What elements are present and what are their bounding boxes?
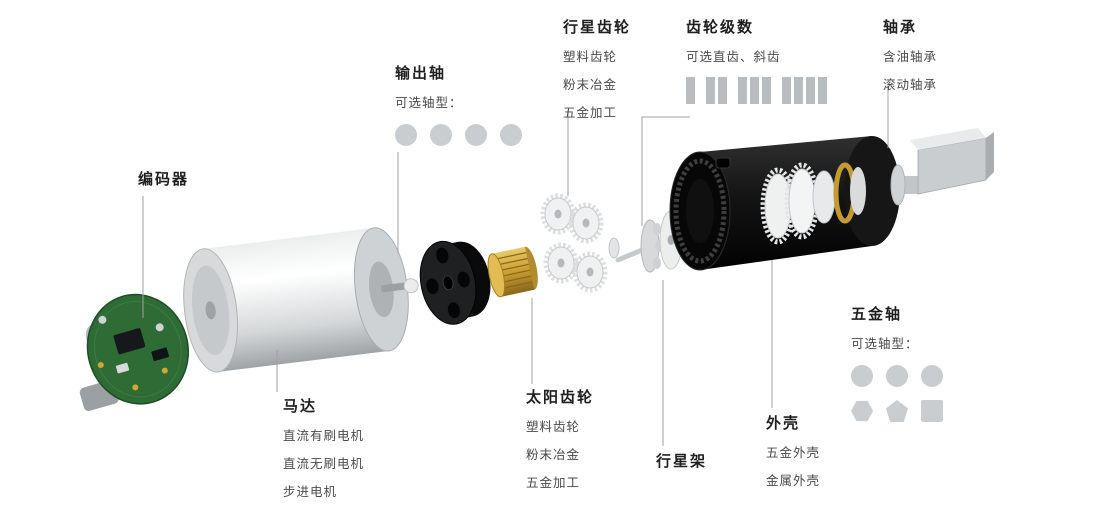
shaft-type-hexagon-icon bbox=[851, 400, 873, 422]
planet-gear bbox=[572, 251, 608, 293]
stage-bar bbox=[782, 77, 791, 104]
sun-gear-item: 五金加工 bbox=[526, 476, 581, 490]
planet-carrier-title: 行星架 bbox=[656, 453, 708, 470]
motor-item: 直流无刷电机 bbox=[283, 457, 365, 471]
output-shaft-title: 输出轴 bbox=[395, 65, 447, 82]
shaft-type-circle-icon bbox=[430, 124, 452, 146]
output-shaft-assembly bbox=[890, 128, 994, 206]
end-cap bbox=[419, 240, 491, 325]
stage-bar bbox=[762, 77, 771, 104]
stage-bar bbox=[806, 77, 815, 104]
metal-shaft-type-icons-row1 bbox=[851, 365, 943, 387]
stage-icon-1 bbox=[686, 77, 695, 104]
shaft-type-circle-icon bbox=[886, 365, 908, 387]
housing-item: 金属外壳 bbox=[766, 474, 821, 488]
sun-gear-item: 粉末冶金 bbox=[526, 448, 581, 462]
housing-title: 外壳 bbox=[766, 415, 801, 432]
stage-bar bbox=[750, 77, 759, 104]
leader-line-gear-stages bbox=[641, 116, 690, 226]
gear-stages-title: 齿轮级数 bbox=[686, 19, 755, 36]
leader-lines bbox=[142, 86, 889, 446]
housing-notch bbox=[715, 157, 731, 169]
shaft-type-circle-icon bbox=[921, 365, 943, 387]
shaft-type-circle-icon bbox=[465, 124, 487, 146]
encoder-title: 编码器 bbox=[138, 171, 190, 188]
planetary-gear-item: 五金加工 bbox=[563, 106, 618, 120]
stage-icon-2 bbox=[706, 77, 727, 104]
shaft-type-circle-icon bbox=[395, 124, 417, 146]
label-housing: 外壳 五金外壳 金属外壳 bbox=[766, 412, 820, 489]
shaft-type-pentagon-icon bbox=[886, 400, 908, 422]
label-planetary-gear: 行星齿轮 塑料齿轮 粉末冶金 五金加工 bbox=[563, 16, 631, 121]
bearing-title: 轴承 bbox=[883, 19, 918, 36]
label-planet-carrier: 行星架 bbox=[656, 450, 707, 471]
planet-gear bbox=[543, 242, 579, 284]
output-shaft-subtitle: 可选轴型： bbox=[395, 96, 463, 110]
label-motor: 马达 直流有刷电机 直流无刷电机 步进电机 bbox=[283, 395, 364, 500]
stage-bar bbox=[818, 77, 827, 104]
motor-body bbox=[183, 227, 419, 373]
stage-bar bbox=[686, 77, 695, 104]
shaft-type-circle-icon bbox=[851, 365, 873, 387]
shaft-type-square-icon bbox=[921, 400, 943, 422]
bearing-item: 滚动轴承 bbox=[883, 78, 938, 92]
planet-gear bbox=[540, 193, 576, 235]
metal-shaft-subtitle: 可选轴型： bbox=[851, 337, 919, 351]
motor-shaft bbox=[381, 282, 408, 293]
stage-bar bbox=[738, 77, 747, 104]
gear-stage-icons bbox=[686, 77, 827, 104]
planetary-gears bbox=[540, 193, 620, 293]
sun-gear-title: 太阳齿轮 bbox=[526, 389, 595, 406]
planetary-gear-item: 粉末冶金 bbox=[563, 78, 618, 92]
bearing-item: 含油轴承 bbox=[883, 50, 938, 64]
stage-icon-3 bbox=[738, 77, 771, 104]
sun-gear-item: 塑料齿轮 bbox=[526, 420, 581, 434]
label-sun-gear: 太阳齿轮 塑料齿轮 粉末冶金 五金加工 bbox=[526, 386, 594, 491]
metal-shaft-title: 五金轴 bbox=[851, 306, 903, 323]
stage-bar bbox=[718, 77, 727, 104]
motor-item: 步进电机 bbox=[283, 485, 338, 499]
motor-pinion bbox=[403, 278, 419, 294]
metal-shaft-type-icons-row2 bbox=[851, 400, 943, 422]
planetary-gear-item: 塑料齿轮 bbox=[563, 50, 618, 64]
sun-gear-brass bbox=[487, 246, 538, 298]
planet-gear bbox=[568, 202, 604, 244]
encoder-pcb bbox=[79, 293, 190, 411]
label-output-shaft: 输出轴 可选轴型： bbox=[395, 62, 522, 146]
label-gear-stages: 齿轮级数 可选直齿、斜齿 bbox=[686, 16, 827, 104]
shaft-type-circle-icon bbox=[500, 124, 522, 146]
stage-icon-4 bbox=[782, 77, 827, 104]
gear-stages-subtitle: 可选直齿、斜齿 bbox=[686, 50, 781, 64]
label-bearing: 轴承 含油轴承 滚动轴承 bbox=[883, 16, 937, 93]
spacer-washer bbox=[608, 237, 620, 259]
ring-gear-teeth bbox=[673, 158, 727, 264]
stage-bar bbox=[794, 77, 803, 104]
motor-item: 直流有刷电机 bbox=[283, 429, 365, 443]
planetary-gear-title: 行星齿轮 bbox=[563, 19, 632, 36]
label-encoder: 编码器 bbox=[138, 168, 189, 189]
gearbox-housing bbox=[669, 136, 900, 271]
output-shaft-type-icons bbox=[395, 124, 522, 146]
label-metal-shaft: 五金轴 可选轴型： bbox=[851, 303, 943, 422]
stage-bar bbox=[706, 77, 715, 104]
motor-title: 马达 bbox=[283, 398, 318, 415]
housing-item: 五金外壳 bbox=[766, 446, 821, 460]
